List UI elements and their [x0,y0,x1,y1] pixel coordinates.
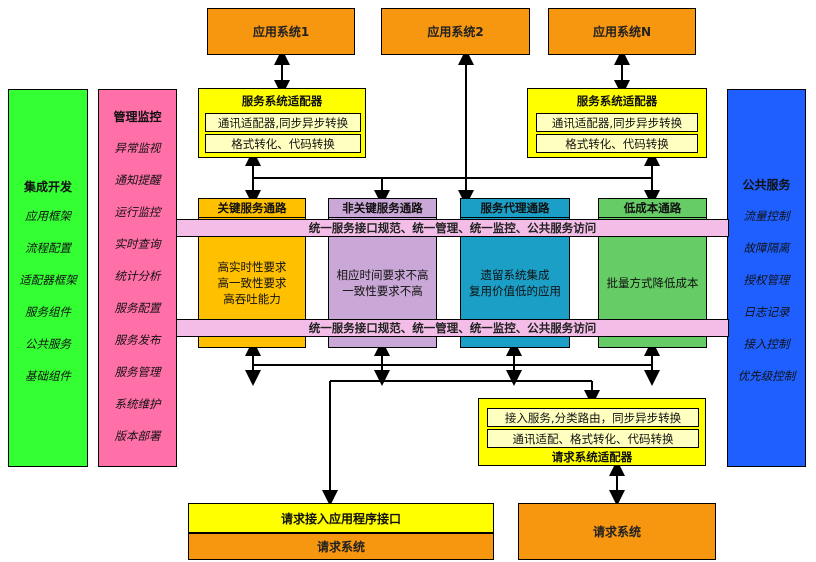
management-title: 管理监控 [113,110,162,124]
mgmt-item: 异常监视 [114,141,161,155]
request-access-api: 请求接入应用程序接口 [188,503,494,533]
unified-band-bottom: 统一服务接口规范、统一管理、统一监控、公共服务访问 [176,319,729,337]
app-system-2: 应用系统2 [381,8,530,55]
request-system-right: 请求系统 [518,503,716,560]
mgmt-item: 版本部署 [114,429,161,443]
service-adapter-line: 格式转化、代码转换 [205,134,361,153]
channel-title: 关键服务通路 [198,198,306,218]
integration-dev-column: 集成开发 应用框架 流程配置 适配器框架 服务组件 公共服务 基础组件 [8,89,88,467]
management-column: 管理监控 异常监视 通知提醒 运行监控 实时查询 统计分析 服务配置 服务发布 … [98,89,177,467]
public-item: 接入控制 [743,337,790,351]
service-adapter-line: 格式转化、代码转换 [536,134,698,153]
left-item: 适配器框架 [19,273,77,287]
service-adapter-title: 服务系统适配器 [241,94,323,108]
mgmt-item: 实时查询 [114,237,161,251]
service-adapter-left: 服务系统适配器 通讯适配器,同步异步转换 格式转化、代码转换 [198,88,366,158]
public-item: 授权管理 [743,273,790,287]
left-item: 公共服务 [25,337,71,351]
left-item: 服务组件 [25,305,71,319]
service-adapter-line: 通讯适配器,同步异步转换 [536,113,698,132]
request-adapter: 接入服务,分类路由，同步异步转换 通讯适配、格式转化、代码转换 请求系统适配器 [478,398,706,466]
request-adapter-title: 请求系统适配器 [551,450,633,464]
public-service-title: 公共服务 [742,178,791,192]
public-item: 故障隔离 [743,241,790,255]
public-service-column: 公共服务 流量控制 故障隔离 授权管理 日志记录 接入控制 优先级控制 [727,89,806,467]
request-system-left: 请求系统 [188,533,494,560]
left-item: 应用框架 [25,209,71,223]
mgmt-item: 服务发布 [114,333,161,347]
left-item: 基础组件 [25,369,71,383]
mgmt-item: 统计分析 [114,269,161,283]
mgmt-item: 运行监控 [114,205,161,219]
service-adapter-right: 服务系统适配器 通讯适配器,同步异步转换 格式转化、代码转换 [527,88,707,158]
left-item: 流程配置 [25,241,71,255]
public-item: 流量控制 [743,209,790,223]
public-item: 优先级控制 [737,369,796,383]
channel-title: 低成本通路 [598,198,707,218]
integration-dev-title: 集成开发 [23,180,72,194]
request-adapter-line: 接入服务,分类路由，同步异步转换 [487,408,699,427]
mgmt-item: 通知提醒 [114,173,161,187]
app-system-1: 应用系统1 [207,8,355,55]
mgmt-item: 系统维护 [114,397,161,411]
service-adapter-title: 服务系统适配器 [576,94,658,108]
public-item: 日志记录 [743,305,790,319]
request-adapter-line: 通讯适配、格式转化、代码转换 [487,429,699,448]
mgmt-item: 服务管理 [114,365,161,379]
service-adapter-line: 通讯适配器,同步异步转换 [205,113,361,132]
unified-band-top: 统一服务接口规范、统一管理、统一监控、公共服务访问 [176,219,729,237]
mgmt-item: 服务配置 [114,301,161,315]
channel-title: 服务代理通路 [460,198,570,218]
channel-title: 非关键服务通路 [328,198,437,218]
app-system-n: 应用系统N [548,8,696,55]
